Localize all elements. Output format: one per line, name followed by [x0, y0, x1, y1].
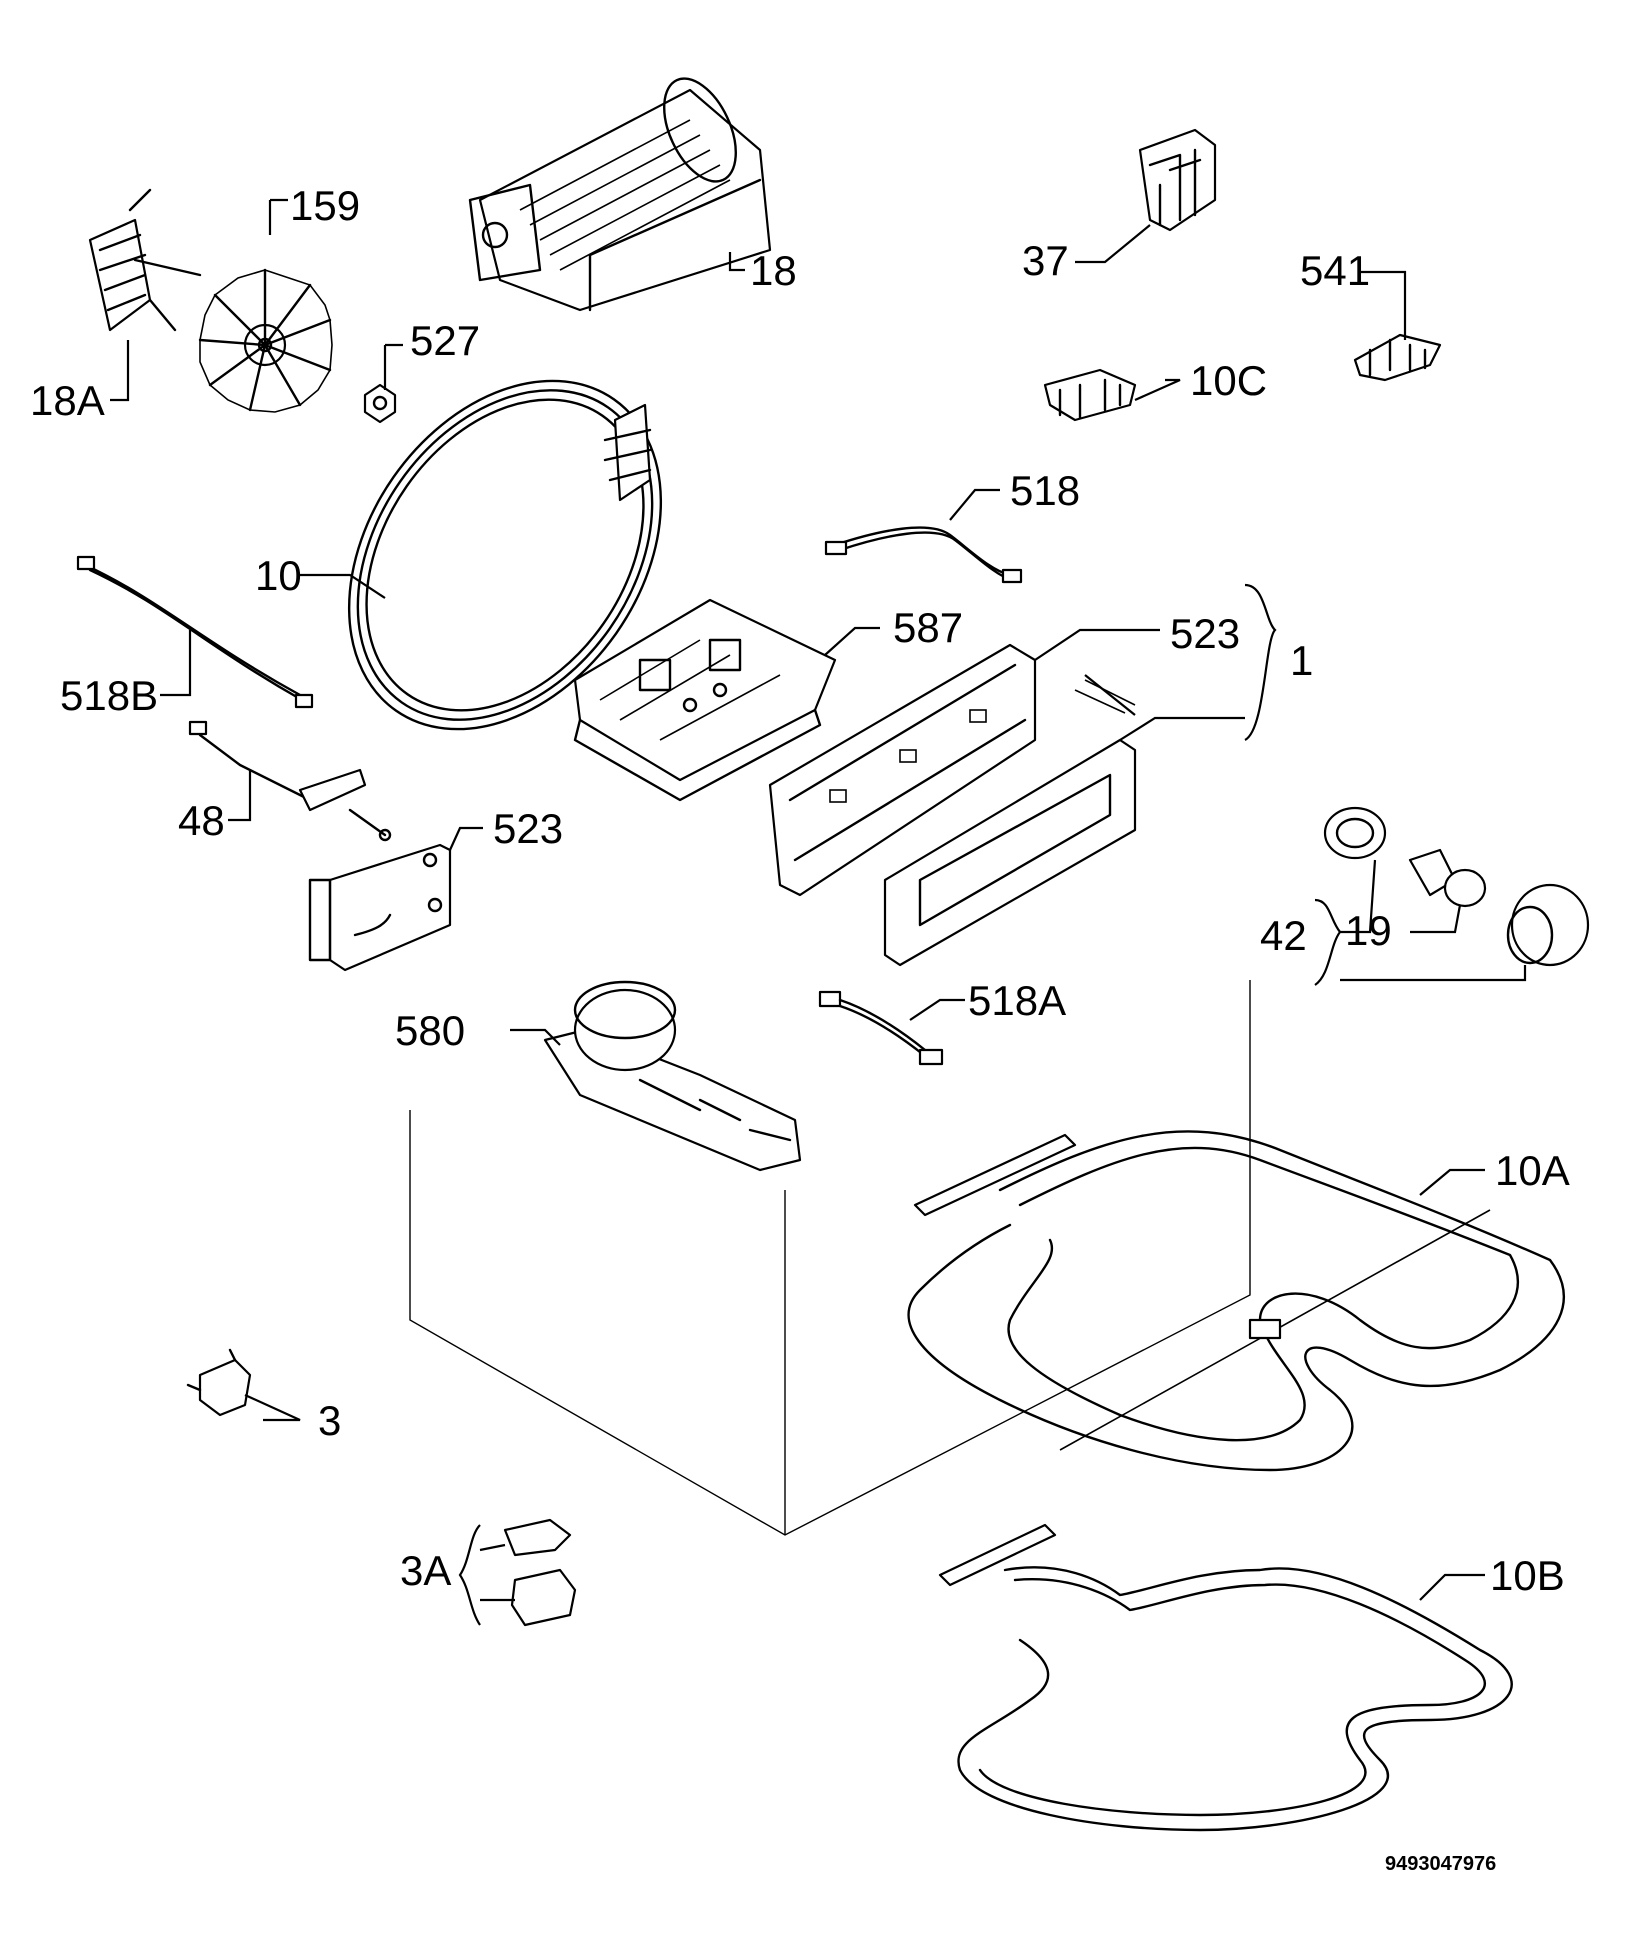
thermostat-3-part: [186, 1348, 252, 1417]
label-587: 587: [893, 604, 963, 651]
tangential-fan-part: [468, 77, 772, 312]
diagram-reference-number: 9493047976: [1385, 1853, 1496, 1875]
wiring-harness-518-part: [824, 526, 1023, 584]
bottom-element-10b-part: [938, 1523, 1513, 1832]
leader-lines: [110, 198, 1527, 1626]
label-518b: 518B: [60, 672, 158, 719]
label-3: 3: [318, 1397, 341, 1444]
circular-element-part: [347, 379, 663, 731]
oven-cabinet-outline: [409, 980, 1251, 1536]
grill-element-10a-part: [907, 1130, 1565, 1472]
label-10c: 10C: [1190, 357, 1267, 404]
callout-labels: 159 18 18A 527 37 541 10C 518 10 587 523…: [30, 182, 1570, 1875]
bracket-10c-part: [1043, 368, 1137, 422]
label-18: 18: [750, 247, 797, 294]
nut-part: [363, 383, 397, 424]
label-10a: 10A: [1495, 1147, 1570, 1194]
label-541: 541: [1300, 247, 1370, 294]
label-10b: 10B: [1490, 1552, 1565, 1599]
ribbon-harness-518a-part: [818, 990, 944, 1066]
label-518a: 518A: [968, 977, 1066, 1024]
motor-unit-580-part: [543, 980, 802, 1172]
temperature-sensor-part: [188, 720, 392, 842]
label-37: 37: [1022, 237, 1069, 284]
lamp-assembly-part: [1323, 806, 1590, 967]
bracket-523-part: [308, 843, 452, 972]
label-523-lower: 523: [493, 805, 563, 852]
wire-518b-part: [76, 555, 314, 709]
terminal-block-part: [1138, 128, 1217, 232]
label-42: 42: [1260, 912, 1307, 959]
label-518: 518: [1010, 467, 1080, 514]
label-523-upper: 523: [1170, 610, 1240, 657]
control-board-587-part: [573, 598, 837, 802]
label-159: 159: [290, 182, 360, 229]
fan-motor-part: [88, 188, 202, 332]
label-527: 527: [410, 317, 480, 364]
fan-blade-part: [198, 268, 333, 413]
thermal-cutout-3a-part: [503, 1518, 577, 1627]
label-580: 580: [395, 1007, 465, 1054]
label-3a: 3A: [400, 1547, 451, 1594]
connector-541-part: [1353, 333, 1442, 382]
label-19: 19: [1345, 907, 1392, 954]
label-10: 10: [255, 552, 302, 599]
label-1: 1: [1290, 637, 1313, 684]
label-18a: 18A: [30, 377, 105, 424]
display-frame-part: [768, 643, 1037, 897]
label-48: 48: [178, 797, 225, 844]
